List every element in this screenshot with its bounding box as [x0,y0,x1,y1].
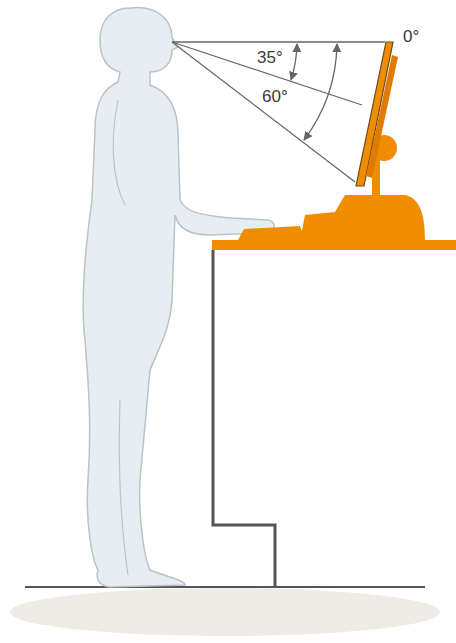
desk-leg [213,250,275,587]
monitor-back [366,55,398,178]
angle-label: 60° [262,88,288,105]
desk-top [212,240,456,250]
sight-line [172,41,385,42]
angle-label: 0° [403,28,419,45]
angle-label: 35° [257,49,283,66]
sight-line [172,42,355,182]
person-figure [83,8,274,587]
sight-lines [172,42,385,182]
angle-arc [291,44,297,80]
body-contour [113,100,128,575]
keyboard [238,226,305,240]
floor-shadow [10,588,440,636]
angle-arc [304,44,337,140]
floor-line [25,586,425,588]
